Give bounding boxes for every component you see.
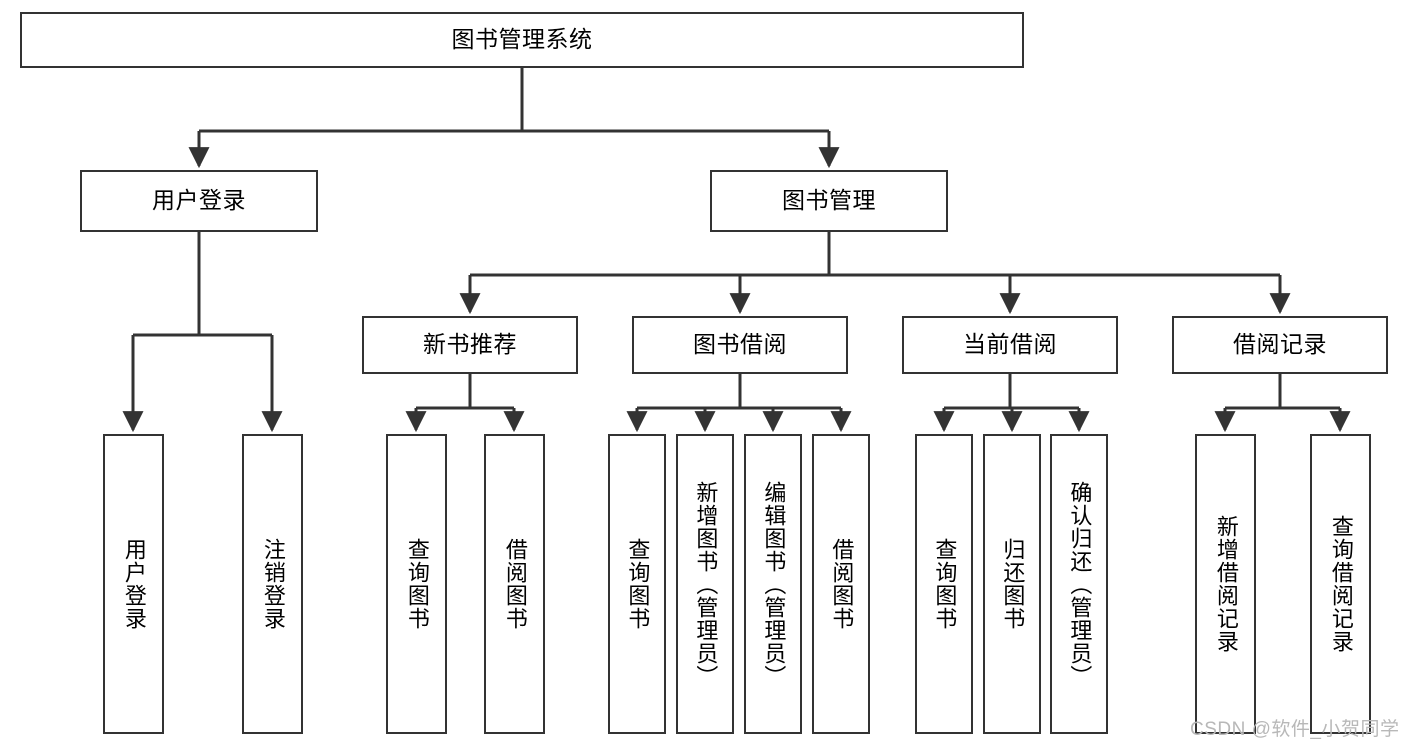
leaf-add-record-label: 新增借阅记录: [1213, 515, 1239, 653]
leaf-borrow-book-2-label: 借阅图书: [829, 538, 855, 630]
leaf-query-book-3-label: 查询图书: [932, 538, 958, 630]
leaf-borrow-book-2[interactable]: 借阅图书: [812, 434, 870, 734]
leaf-user-login[interactable]: 用户登录: [103, 434, 164, 734]
leaf-edit-book[interactable]: 编辑图书（管理员）: [744, 434, 802, 734]
leaf-query-record-label: 查询借阅记录: [1328, 515, 1354, 653]
node-book-borrow[interactable]: 图书借阅: [632, 316, 848, 374]
node-borrow-record-label: 借阅记录: [1233, 331, 1327, 358]
leaf-edit-book-label: 编辑图书（管理员）: [761, 480, 787, 688]
leaf-add-book[interactable]: 新增图书（管理员）: [676, 434, 734, 734]
leaf-query-book-2[interactable]: 查询图书: [608, 434, 666, 734]
node-user-login[interactable]: 用户登录: [80, 170, 318, 232]
node-book-management-label: 图书管理: [782, 187, 876, 214]
leaf-query-book-2-label: 查询图书: [625, 538, 651, 630]
leaf-user-login-label: 用户登录: [121, 538, 147, 630]
csdn-watermark: CSDN @软件_小贺同学: [1190, 719, 1400, 740]
leaf-query-book-1[interactable]: 查询图书: [386, 434, 447, 734]
leaf-return-book-label: 归还图书: [1000, 538, 1026, 630]
leaf-logout-label: 注销登录: [260, 538, 286, 630]
node-borrow-record[interactable]: 借阅记录: [1172, 316, 1388, 374]
node-root-label: 图书管理系统: [451, 26, 593, 53]
leaf-query-record[interactable]: 查询借阅记录: [1310, 434, 1371, 734]
leaf-borrow-book-1-label: 借阅图书: [502, 538, 528, 630]
node-new-book-recommend[interactable]: 新书推荐: [362, 316, 578, 374]
node-current-borrow-label: 当前借阅: [963, 331, 1057, 358]
leaf-return-book[interactable]: 归还图书: [983, 434, 1041, 734]
node-new-book-recommend-label: 新书推荐: [423, 331, 517, 358]
node-book-management[interactable]: 图书管理: [710, 170, 948, 232]
leaf-logout[interactable]: 注销登录: [242, 434, 303, 734]
node-root[interactable]: 图书管理系统: [20, 12, 1024, 68]
node-user-login-label: 用户登录: [152, 187, 246, 214]
leaf-add-record[interactable]: 新增借阅记录: [1195, 434, 1256, 734]
leaf-query-book-3[interactable]: 查询图书: [915, 434, 973, 734]
leaf-borrow-book-1[interactable]: 借阅图书: [484, 434, 545, 734]
node-current-borrow[interactable]: 当前借阅: [902, 316, 1118, 374]
leaf-query-book-1-label: 查询图书: [404, 538, 430, 630]
leaf-confirm-return-label: 确认归还（管理员）: [1067, 480, 1093, 688]
leaf-confirm-return[interactable]: 确认归还（管理员）: [1050, 434, 1108, 734]
leaf-add-book-label: 新增图书（管理员）: [693, 480, 719, 688]
node-book-borrow-label: 图书借阅: [693, 331, 787, 358]
